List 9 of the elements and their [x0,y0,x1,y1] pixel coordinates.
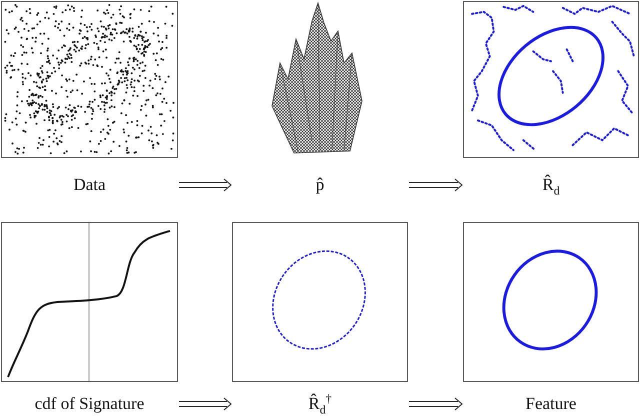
double-arrow [178,178,232,192]
panel-caption: p̂ [316,175,324,195]
double-arrow [408,178,463,192]
double-arrow [178,398,232,410]
panel-caption: R̂$_{d}$ [542,175,560,195]
panel-caption: Feature [526,394,576,414]
panel-caption: Data [73,175,106,195]
double-arrow [408,398,463,410]
panel-caption: cdf of Signature [34,394,144,414]
